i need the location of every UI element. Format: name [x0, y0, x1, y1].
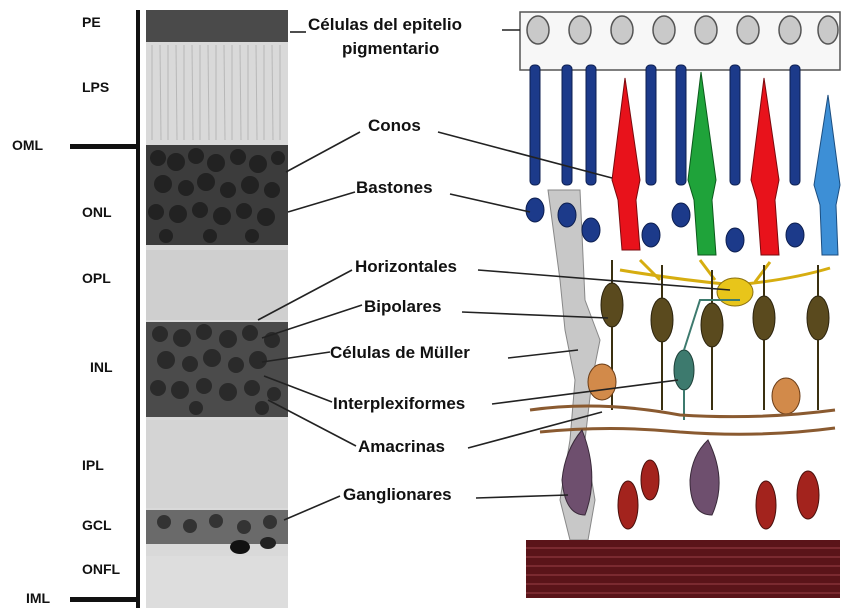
label-muller: Células de Müller: [330, 343, 470, 362]
amacrine-cell-left: [588, 364, 616, 400]
label-bipolares: Bipolares: [364, 297, 441, 316]
layer-label-inl: INL: [90, 359, 113, 375]
layer-label-onl: ONL: [82, 204, 112, 220]
horizontal-cell-body: [717, 278, 753, 306]
label-bastones: Bastones: [356, 178, 433, 197]
label-conos: Conos: [368, 116, 421, 135]
label-epitelio-line1: Células del epitelio: [308, 15, 462, 34]
label-ganglionares: Ganglionares: [343, 485, 452, 504]
layer-label-opl: OPL: [82, 270, 111, 286]
layer-label-onfl: ONFL: [82, 561, 121, 577]
ganglion-cells: [562, 430, 819, 529]
label-horizontales: Horizontales: [355, 257, 457, 276]
histology-section: [146, 10, 288, 608]
cone-blue: [814, 95, 840, 255]
cone-red-2: [751, 78, 779, 255]
label-interplexiformes: Interplexiformes: [333, 394, 465, 413]
cone-green: [688, 72, 716, 255]
bipolar-cells: [601, 283, 829, 347]
layer-label-lps: LPS: [82, 79, 109, 95]
layer-label-iml: IML: [26, 590, 51, 606]
cone-red-1: [612, 78, 640, 250]
layer-label-ipl: IPL: [82, 457, 104, 473]
label-amacrinas: Amacrinas: [358, 437, 445, 456]
interplexiform-cell-body: [674, 350, 694, 390]
amacrine-cell-right: [772, 378, 800, 414]
layer-label-gcl: GCL: [82, 517, 112, 533]
layer-label-oml: OML: [12, 137, 44, 153]
retina-schematic: [520, 12, 840, 598]
nerve-fiber-layer: [526, 540, 840, 598]
pigment-epithelium: [520, 12, 840, 70]
label-epitelio-line2: pigmentario: [342, 39, 439, 58]
layer-label-pe: PE: [82, 14, 101, 30]
